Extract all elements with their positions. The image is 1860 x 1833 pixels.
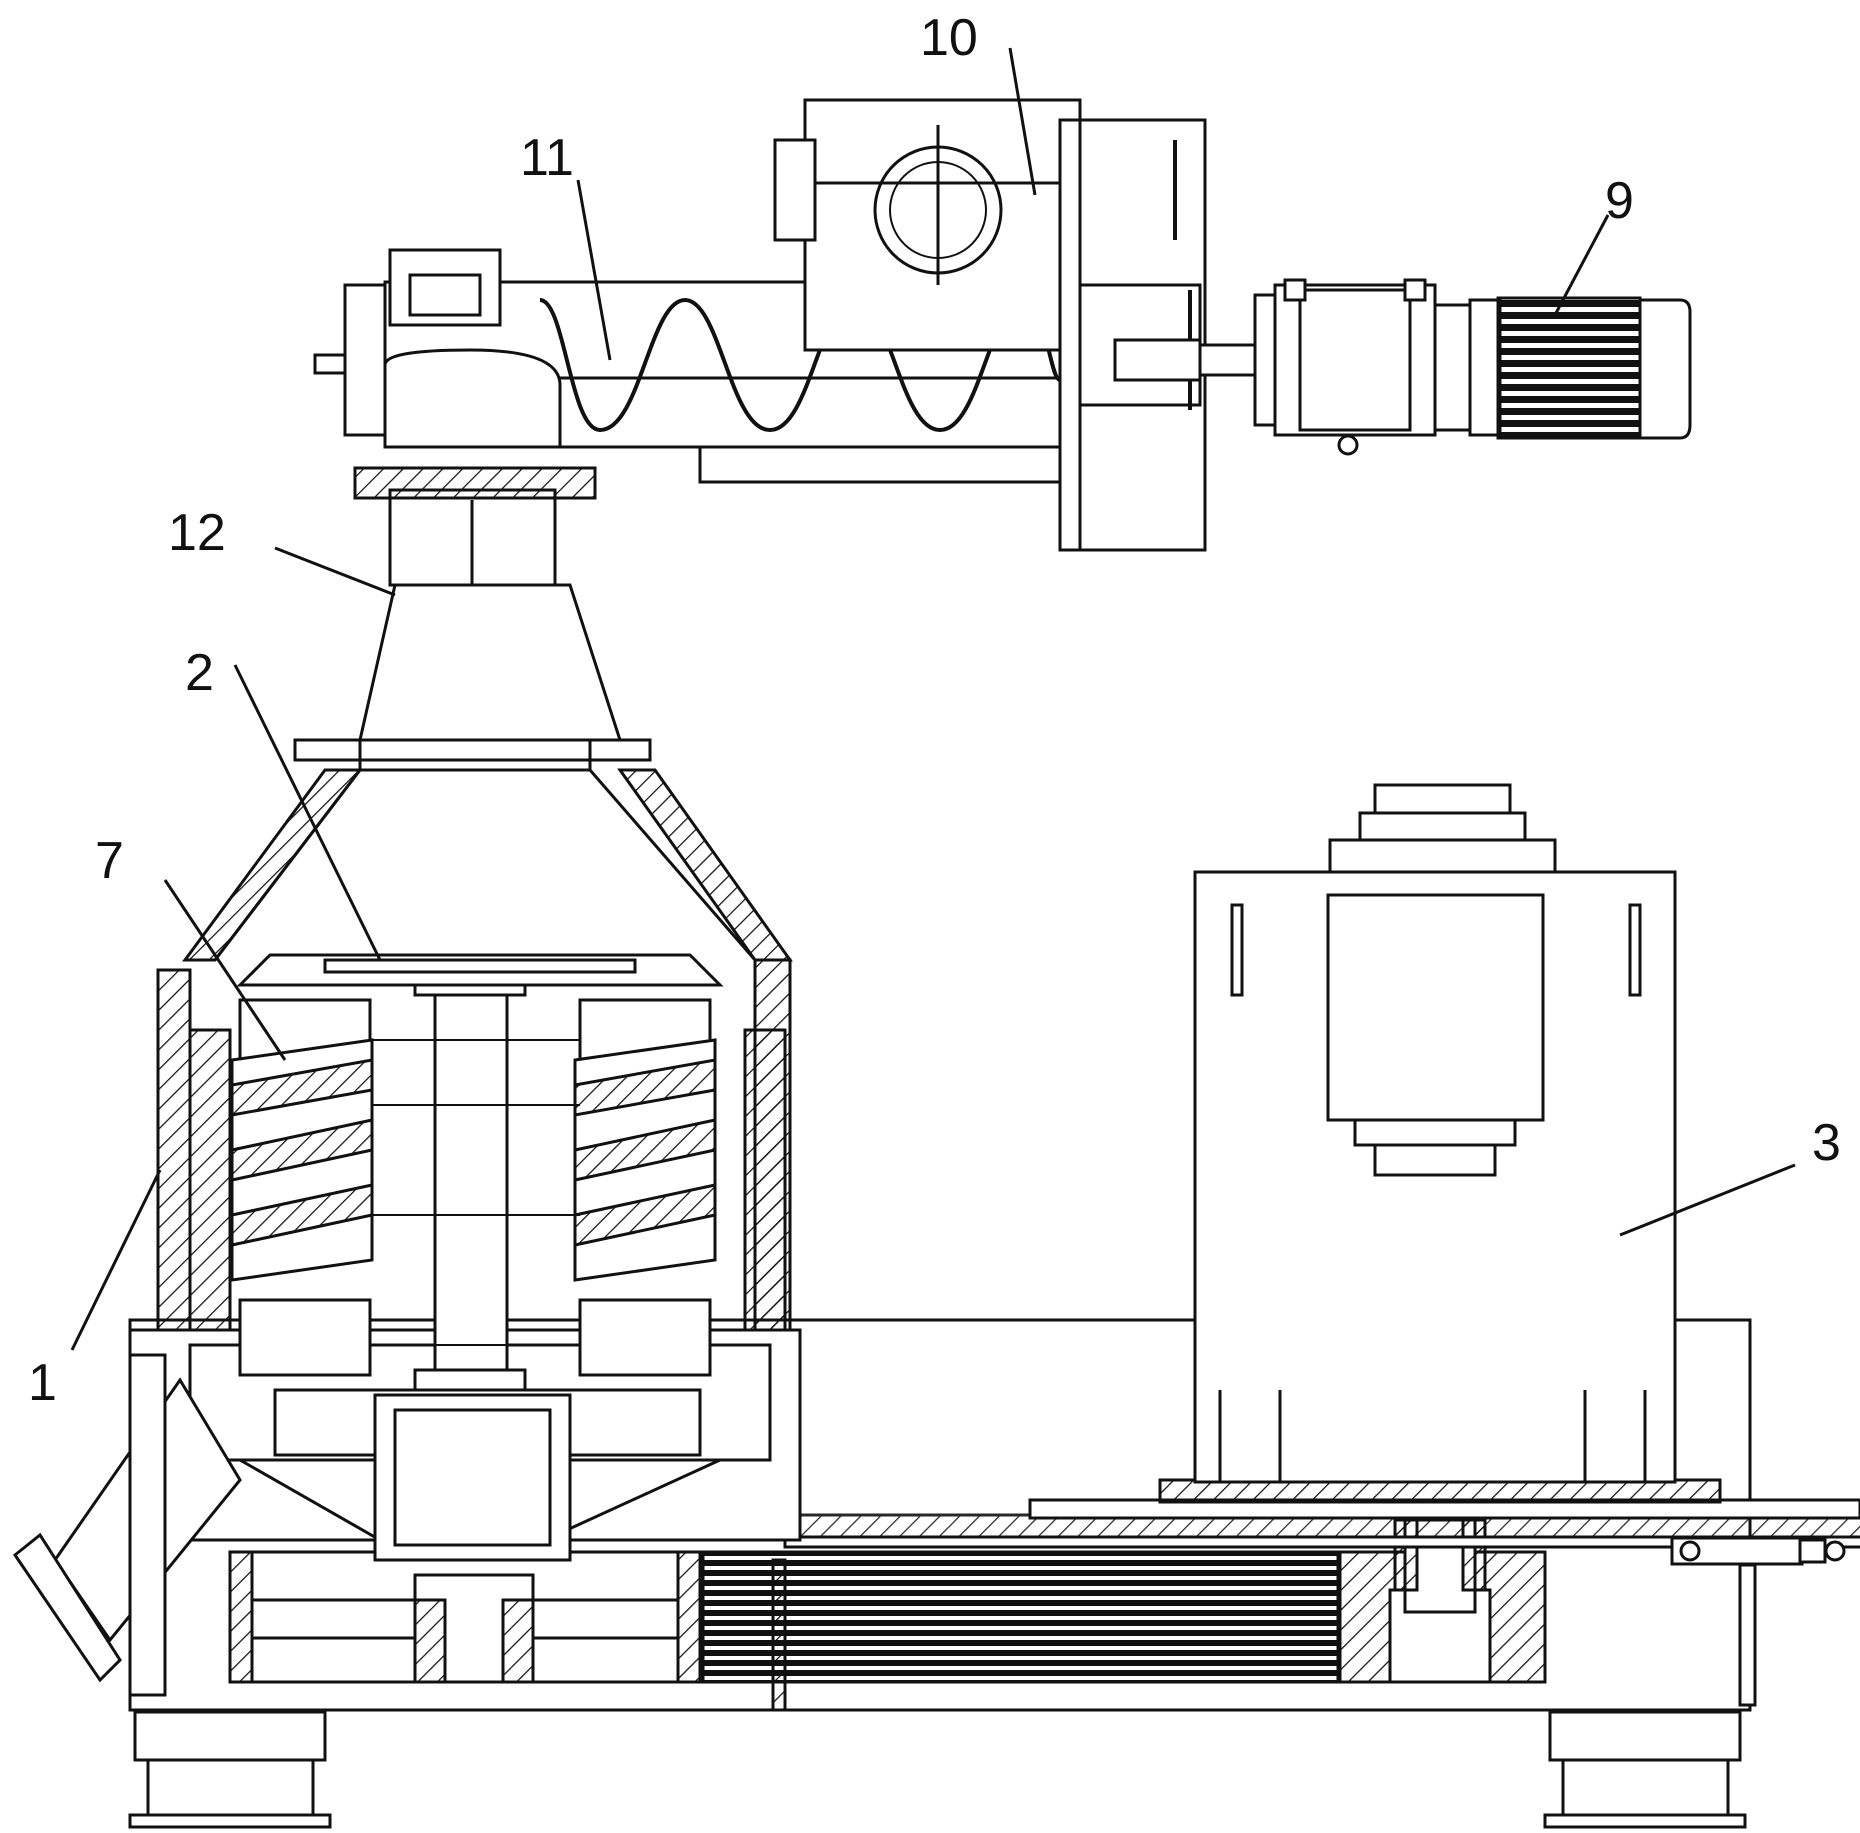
label-3: 3 — [1812, 1114, 1841, 1172]
motor — [1255, 280, 1690, 454]
leader-12 — [275, 548, 395, 595]
label-1: 1 — [28, 1354, 57, 1412]
mill-body — [15, 468, 800, 1695]
leader-2 — [235, 665, 380, 960]
label-9: 9 — [1605, 172, 1634, 230]
label-11: 11 — [520, 129, 574, 187]
label-10: 10 — [920, 9, 978, 67]
cabinet — [1195, 785, 1675, 1482]
label-2: 2 — [185, 644, 214, 702]
label-7: 7 — [95, 832, 124, 890]
label-12: 12 — [168, 504, 226, 562]
